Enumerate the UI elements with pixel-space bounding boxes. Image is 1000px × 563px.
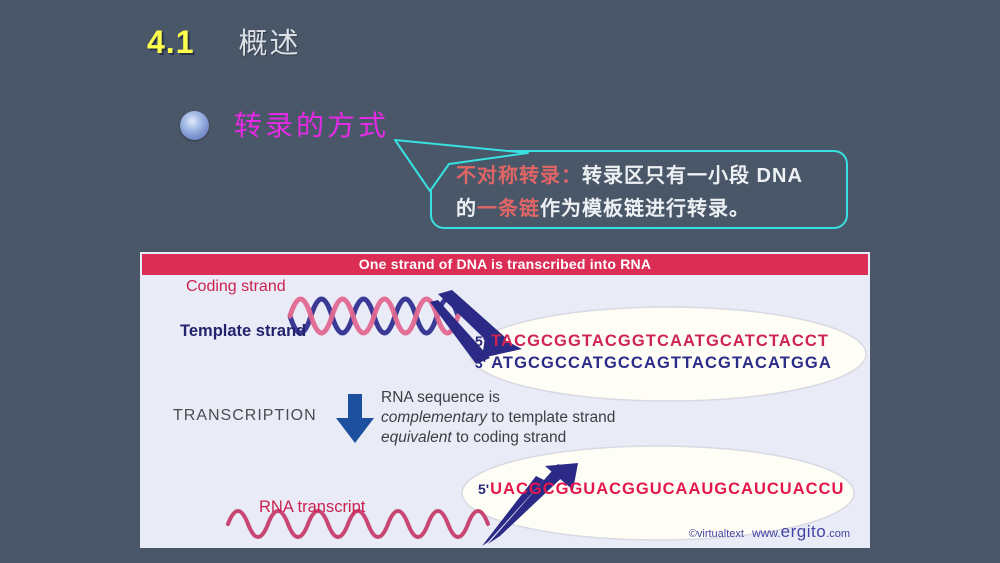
figure-title-bar: One strand of DNA is transcribed into RN… <box>142 254 868 275</box>
transcription-label: TRANSCRIPTION <box>173 407 317 424</box>
five-prime-label: 5' <box>478 481 490 497</box>
rna-sequence-row: 5' UACGCGGUACGGUCAAUGCAUCUACCU <box>478 480 844 499</box>
dna-top-strand-row: 5' TACGCGGTACGGTCAATGCATCTACCT <box>475 332 832 354</box>
bullet-sphere-icon <box>180 111 209 140</box>
arrow-head <box>482 330 522 358</box>
rna-note-line-1: RNA sequence is <box>381 388 615 408</box>
rna-transcript-wave <box>226 509 490 539</box>
dna-coding-sequence: TACGCGGTACGGTCAATGCATCTACCT <box>491 332 830 350</box>
dna-sequences: 5' TACGCGGTACGGTCAATGCATCTACCT 3' ATGCGC… <box>475 332 832 376</box>
callout-line-1: 不对称转录：转录区只有一小段 DNA <box>456 160 836 193</box>
three-prime-label: 3' <box>475 355 487 371</box>
arrow-prong <box>488 464 570 544</box>
watermark-brand: ergito <box>780 522 827 541</box>
arrow-head <box>545 463 578 490</box>
bullet-label: 转录的方式 <box>234 110 390 141</box>
dna-unwind-arrow <box>430 290 522 364</box>
rna-sequence: UACGCGGUACGGUCAAUGCAUCUACCU <box>490 480 845 498</box>
rna-note-text: RNA sequence is <box>381 389 500 406</box>
callout-line2-pre: 的 <box>456 198 477 220</box>
arrow-prong <box>430 300 490 364</box>
callout-line2-rest: 作为模板链进行转录。 <box>540 198 750 220</box>
rna-note-em: equivalent <box>381 429 452 446</box>
rna-note-text: to template strand <box>486 409 616 426</box>
callout-text: 不对称转录：转录区只有一小段 DNA 的一条链作为模板链进行转录。 <box>456 160 836 226</box>
coding-strand-label: Coding strand <box>186 278 286 295</box>
watermark-tld: .com <box>826 528 850 540</box>
dna-template-sequence: ATGCGCCATGCCAGTTACGTACATGGA <box>491 354 832 372</box>
watermark: ©virtualtext www. ergito .com <box>689 522 850 542</box>
rna-arrow <box>482 463 578 546</box>
callout-highlight: 一条链 <box>477 198 540 220</box>
watermark-copyright: ©virtualtext <box>688 528 744 540</box>
section-title: 概述 <box>238 28 301 60</box>
callout-line-2: 的一条链作为模板链进行转录。 <box>456 193 836 226</box>
arrow-prong <box>482 476 544 546</box>
rna-note: RNA sequence is complementary to templat… <box>381 388 615 448</box>
template-strand-label: Template strand <box>180 322 307 340</box>
slide-title: 4.1 概述 <box>147 20 301 62</box>
rna-note-line-3: equivalent to coding strand <box>381 428 615 448</box>
transcription-diagram: One strand of DNA is transcribed into RN… <box>140 252 870 548</box>
rna-note-em: complementary <box>381 409 487 426</box>
figure-artwork <box>226 290 867 546</box>
transcription-down-arrow <box>336 394 374 443</box>
five-prime-label: 5' <box>475 333 487 349</box>
rna-note-text: to coding strand <box>451 429 567 446</box>
callout-line1-rest: 转录区只有一小段 DNA <box>582 165 803 187</box>
rna-note-line-2: complementary to template strand <box>381 408 615 428</box>
callout-term: 不对称转录： <box>456 165 582 187</box>
watermark-www: www. <box>751 526 781 540</box>
section-number: 4.1 <box>147 24 195 60</box>
rna-transcript-label: RNA transcript <box>259 498 366 516</box>
dna-bottom-strand-row: 3' ATGCGCCATGCCAGTTACGTACATGGA <box>475 354 832 376</box>
